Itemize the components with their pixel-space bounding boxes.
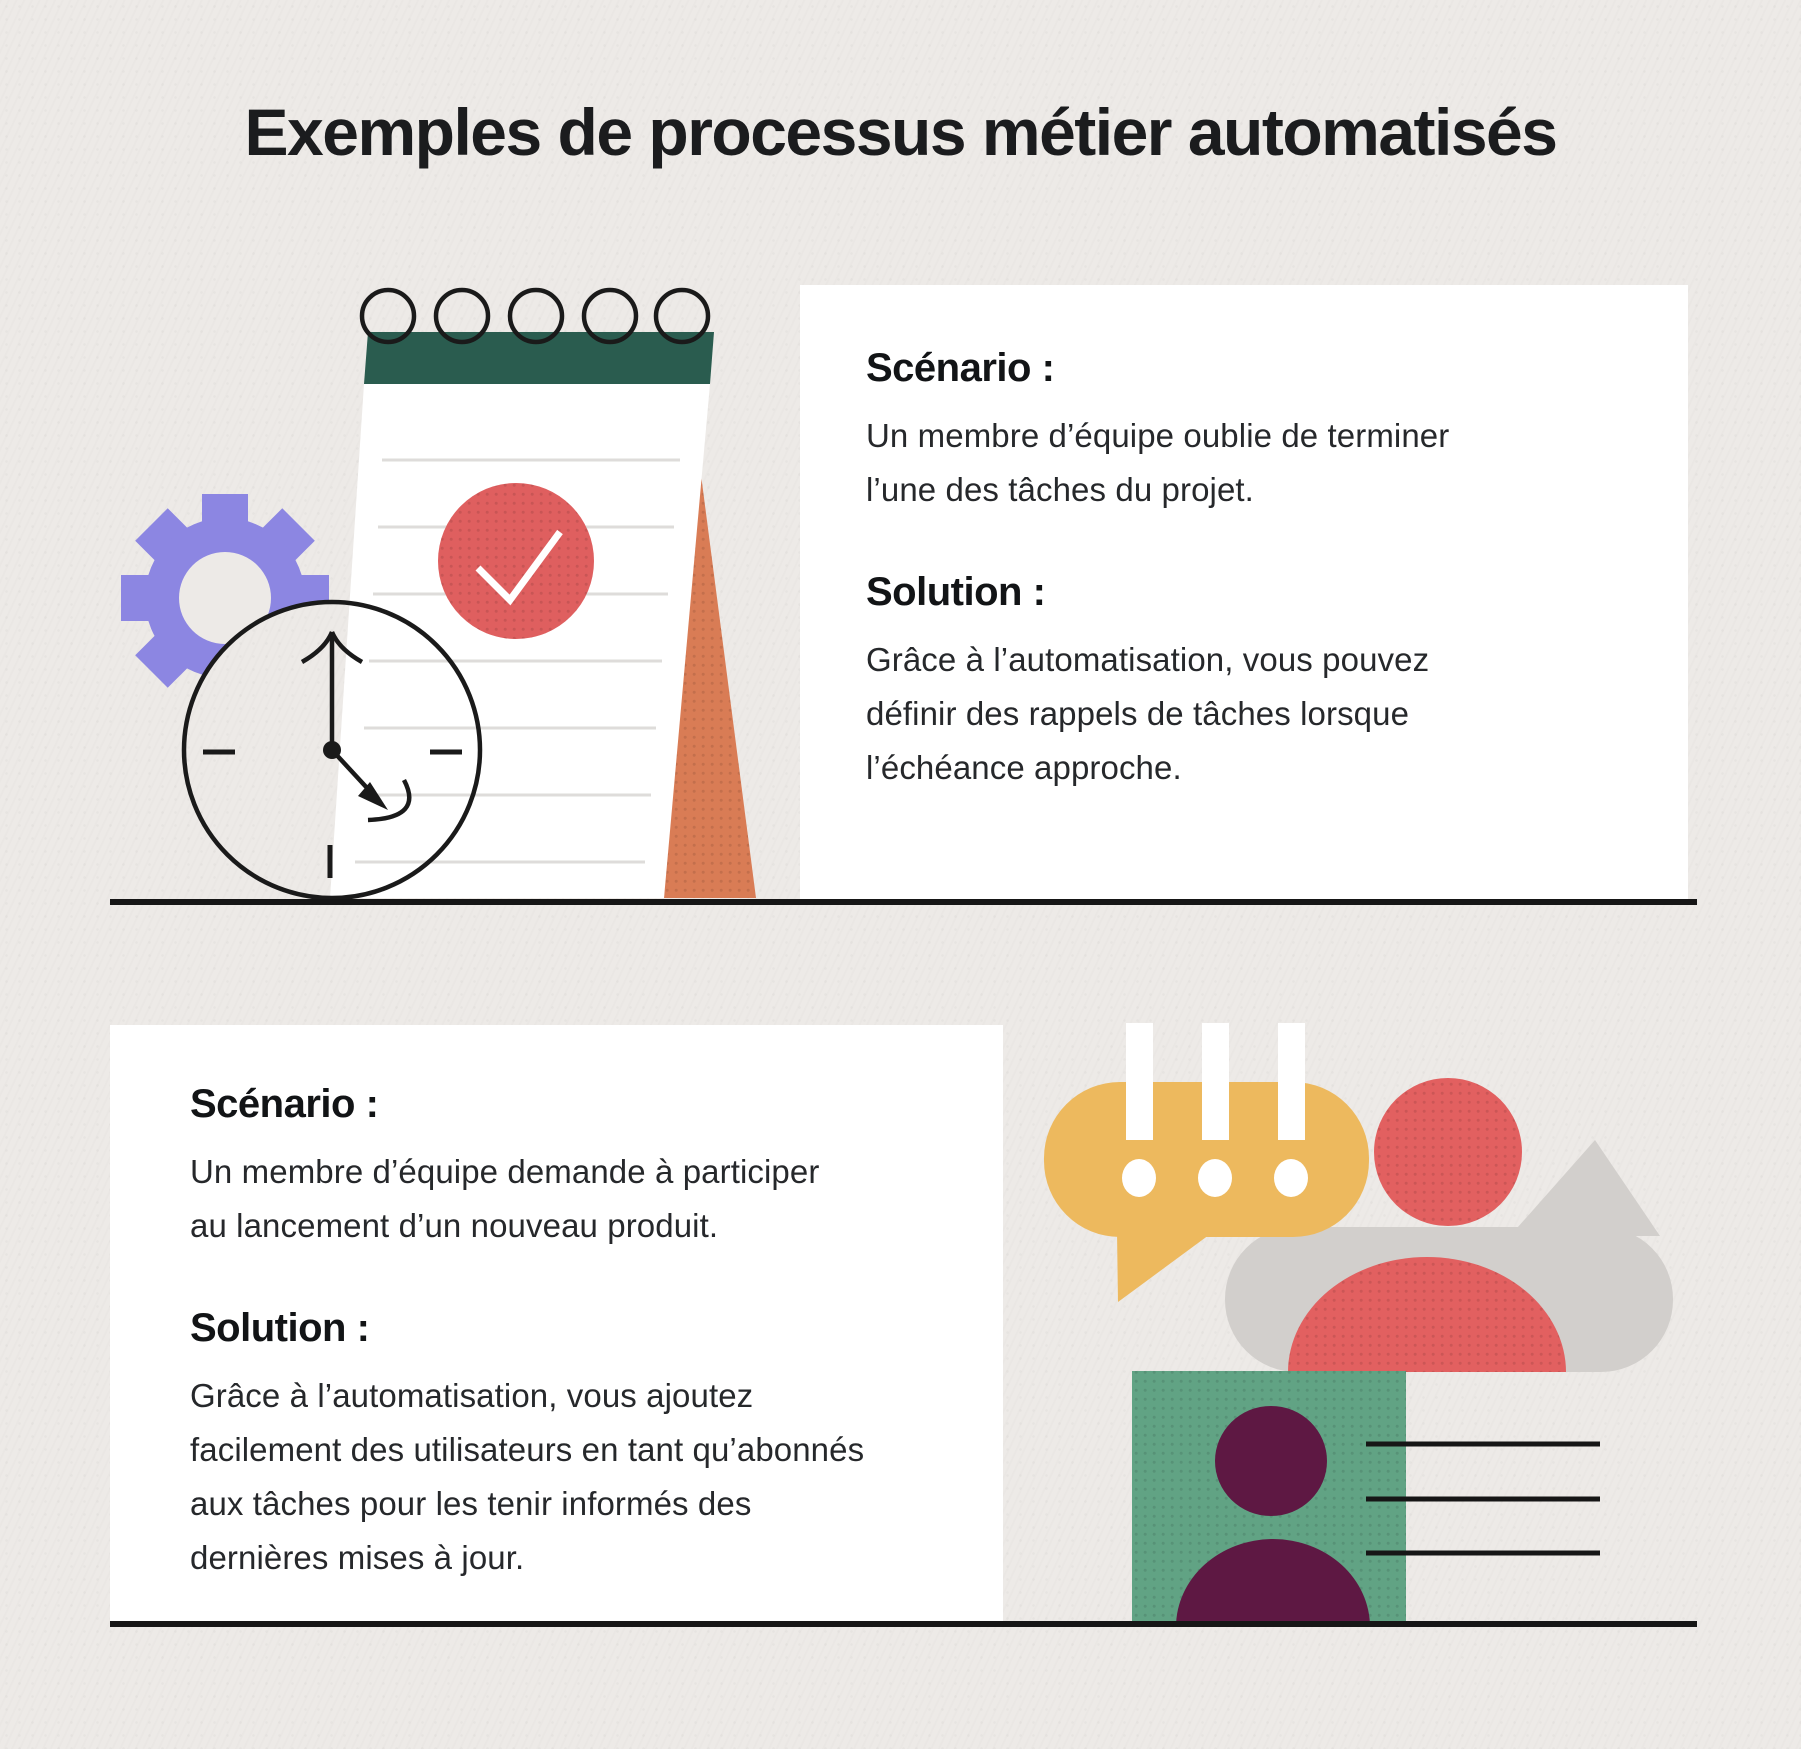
notepad-clock-gear-illustration (121, 287, 756, 901)
exclamation-bar (1278, 1023, 1305, 1140)
divider-line-bottom (110, 1621, 1697, 1627)
scenario-text: Un membre d’équipe oublie de terminer l’… (866, 417, 1450, 508)
speech-bubble-tail (1510, 1140, 1660, 1236)
hour-hand-swoosh (367, 778, 412, 823)
exclamation-dot (1198, 1159, 1232, 1197)
divider-line-top (110, 899, 1697, 905)
notepad-ruled-lines (355, 458, 680, 864)
exclamation-bar (1126, 1023, 1153, 1140)
alert-bubble-tail (1117, 1232, 1213, 1302)
scenario-text: Un membre d’équipe demande à participer … (190, 1153, 820, 1244)
check-circle-texture (438, 483, 594, 639)
solution-text: Grâce à l’automatisation, vous pouvez dé… (866, 641, 1430, 786)
notepad-spiral-rings (359, 287, 711, 345)
minute-hand-fletch-right (329, 631, 364, 664)
notepad-icon (330, 287, 714, 898)
exclamation-dot (1274, 1159, 1308, 1197)
clock-center-dot (323, 741, 341, 759)
subscriber-card-icon (1132, 1371, 1406, 1627)
gear-icon (121, 494, 329, 702)
team-member-avatar-head (1374, 1078, 1522, 1226)
subscriber-avatar-body (1176, 1539, 1370, 1627)
exclamation-marks (1122, 1023, 1308, 1197)
solution-heading: Solution : (190, 1306, 370, 1350)
gear-hole (179, 552, 271, 644)
text-lines (1366, 1441, 1600, 1556)
page-title: Exemples de processus métier automatisés (244, 95, 1558, 169)
scenario-heading: Scénario : (190, 1082, 379, 1126)
speech-bubble-icon (1225, 1140, 1673, 1372)
exclamation-dot (1122, 1159, 1156, 1197)
alert-speech-bubble-icon (1044, 1023, 1369, 1302)
solution-text: Grâce à l’automatisation, vous ajoutez f… (190, 1377, 865, 1576)
scenario-card-subscribers: Scénario : Un membre d’équipe demande à … (110, 1025, 1003, 1621)
solution-heading: Solution : (866, 570, 1046, 614)
check-mark (475, 529, 563, 606)
check-circle-icon (438, 483, 594, 639)
minute-hand-fletch-left (300, 631, 335, 664)
team-communication-illustration (1044, 1023, 1673, 1627)
notepad-binding-band (364, 332, 714, 384)
scenario-heading: Scénario : (866, 346, 1055, 390)
hour-hand-arrowhead (358, 782, 388, 810)
notepad-page (330, 384, 710, 898)
clock-icon (181, 599, 483, 901)
subscriber-avatar-head (1215, 1406, 1327, 1516)
scenario-card-reminders: Scénario : Un membre d’équipe oublie de … (800, 285, 1688, 900)
exclamation-bar (1202, 1023, 1229, 1140)
clock-face (181, 599, 483, 901)
